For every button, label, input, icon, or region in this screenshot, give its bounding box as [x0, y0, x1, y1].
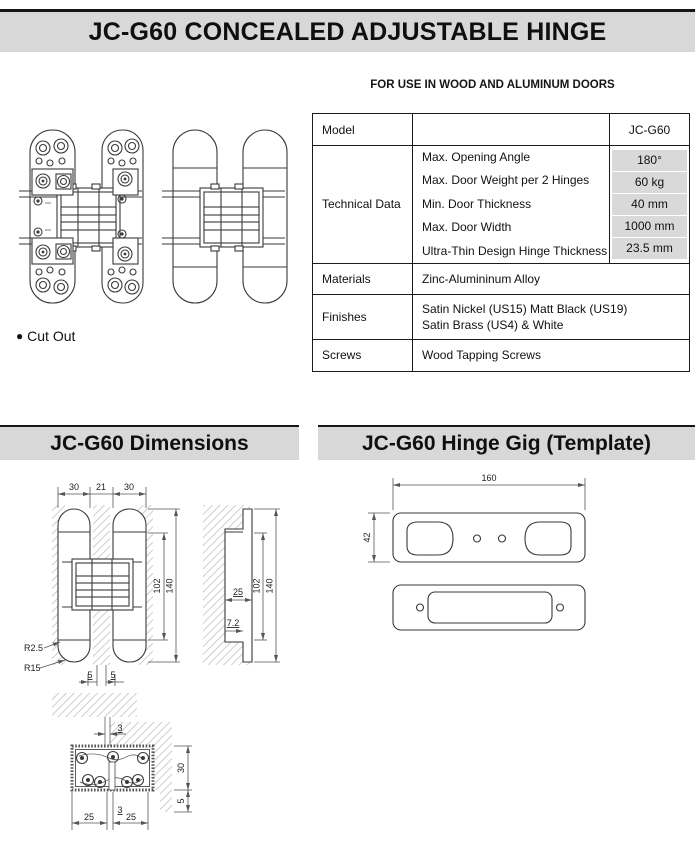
- dim-side-102: 102: [252, 578, 262, 593]
- spec-label: Max. Door Weight per 2 Hinges: [422, 173, 590, 188]
- dim-radius-small: R2.5: [24, 643, 43, 653]
- spec-row-technical: Technical Data Max. Opening Angle Max. D…: [312, 145, 690, 264]
- spec-value: 23.5 mm: [612, 237, 687, 259]
- dim-front-140: 140: [165, 578, 175, 593]
- spec-row-materials: Materials Zinc-Alumininum Alloy: [312, 262, 690, 295]
- spec-label: Max. Opening Angle: [422, 150, 531, 164]
- finishes-line2: Satin Brass (US4) & White: [422, 317, 564, 332]
- spec-table: Model JC-G60 Technical Data Max. Opening…: [312, 113, 690, 372]
- usage-subtitle: FOR USE IN WOOD AND ALUMINUM DOORS: [370, 79, 615, 91]
- dim-side-25: 25: [233, 587, 243, 597]
- finishes-line1: Satin Nickel (US15) Matt Black (US19): [422, 301, 628, 316]
- cut-out-text: Cut Out: [27, 328, 76, 344]
- dim-section-5: 5: [176, 798, 186, 803]
- dim-section-3-bottom: 3: [117, 805, 122, 815]
- dimensions-front-drawing: 30 21 30 102 140 R2.5 R15: [24, 482, 180, 686]
- screws-label: Screws: [312, 338, 413, 372]
- model-blank-cell: [412, 113, 610, 146]
- dim-section-25-left: 25: [84, 812, 94, 822]
- dim-radius-large: R15: [24, 663, 41, 673]
- dim-section-3-top: 3: [117, 723, 122, 733]
- dim-template-42: 42: [362, 532, 372, 542]
- technical-spec-values: 180° 60 kg 40 mm 1000 mm 23.5 mm: [609, 145, 690, 264]
- materials-value: Zinc-Alumininum Alloy: [412, 262, 690, 295]
- finishes-value: Satin Nickel (US15) Matt Black (US19) Sa…: [412, 293, 690, 340]
- spec-row-finishes: Finishes Satin Nickel (US15) Matt Black …: [312, 293, 690, 340]
- bullet-icon: ●: [16, 329, 24, 343]
- spec-row-screws: Screws Wood Tapping Screws: [312, 338, 690, 372]
- cutout-section-drawing: 3 30 5 25 3 25: [52, 693, 192, 830]
- dimensions-side-drawing: 25 7.2 102 140: [203, 505, 280, 665]
- spec-value: 60 kg: [612, 171, 687, 193]
- model-value: JC-G60: [609, 113, 690, 146]
- dim-front-30-left: 30: [69, 482, 79, 492]
- section-title-dimensions: JC-G60 Dimensions: [0, 425, 299, 460]
- spec-value: 1000 mm: [612, 215, 687, 237]
- spec-value: 40 mm: [612, 193, 687, 215]
- dim-side-140: 140: [265, 578, 275, 593]
- dim-front-5-left: 5: [87, 670, 92, 680]
- dim-template-160: 160: [481, 473, 496, 483]
- model-label: Model: [312, 113, 413, 146]
- section-title-template: JC-G60 Hinge Gig (Template): [318, 425, 695, 460]
- dim-section-25-right: 25: [126, 812, 136, 822]
- dim-section-30: 30: [176, 763, 186, 773]
- materials-label: Materials: [312, 262, 413, 295]
- page-title: JC-G60 CONCEALED ADJUSTABLE HINGE: [0, 9, 695, 52]
- hinge-product-drawing: [18, 129, 288, 304]
- spec-label: Min. Door Thickness: [422, 196, 532, 211]
- dim-front-30-right: 30: [124, 482, 134, 492]
- technical-label: Technical Data: [312, 145, 413, 264]
- screws-value: Wood Tapping Screws: [412, 338, 690, 372]
- technical-spec-labels: Max. Opening Angle Max. Door Weight per …: [412, 145, 610, 264]
- spec-label: Max. Door Width: [422, 220, 512, 235]
- cut-out-label: ● Cut Out: [16, 328, 75, 344]
- spec-row-model: Model JC-G60: [312, 113, 690, 146]
- spec-label: Ultra-Thin Design Hinge Thickness: [422, 243, 608, 258]
- dim-front-102: 102: [152, 578, 162, 593]
- spec-value: 180°: [612, 149, 687, 171]
- dim-front-5-right: 5: [110, 670, 115, 680]
- template-drawing: 160 42: [362, 473, 586, 631]
- finishes-label: Finishes: [312, 293, 413, 340]
- dim-side-72: 7.2: [227, 618, 240, 628]
- dim-front-21: 21: [96, 482, 106, 492]
